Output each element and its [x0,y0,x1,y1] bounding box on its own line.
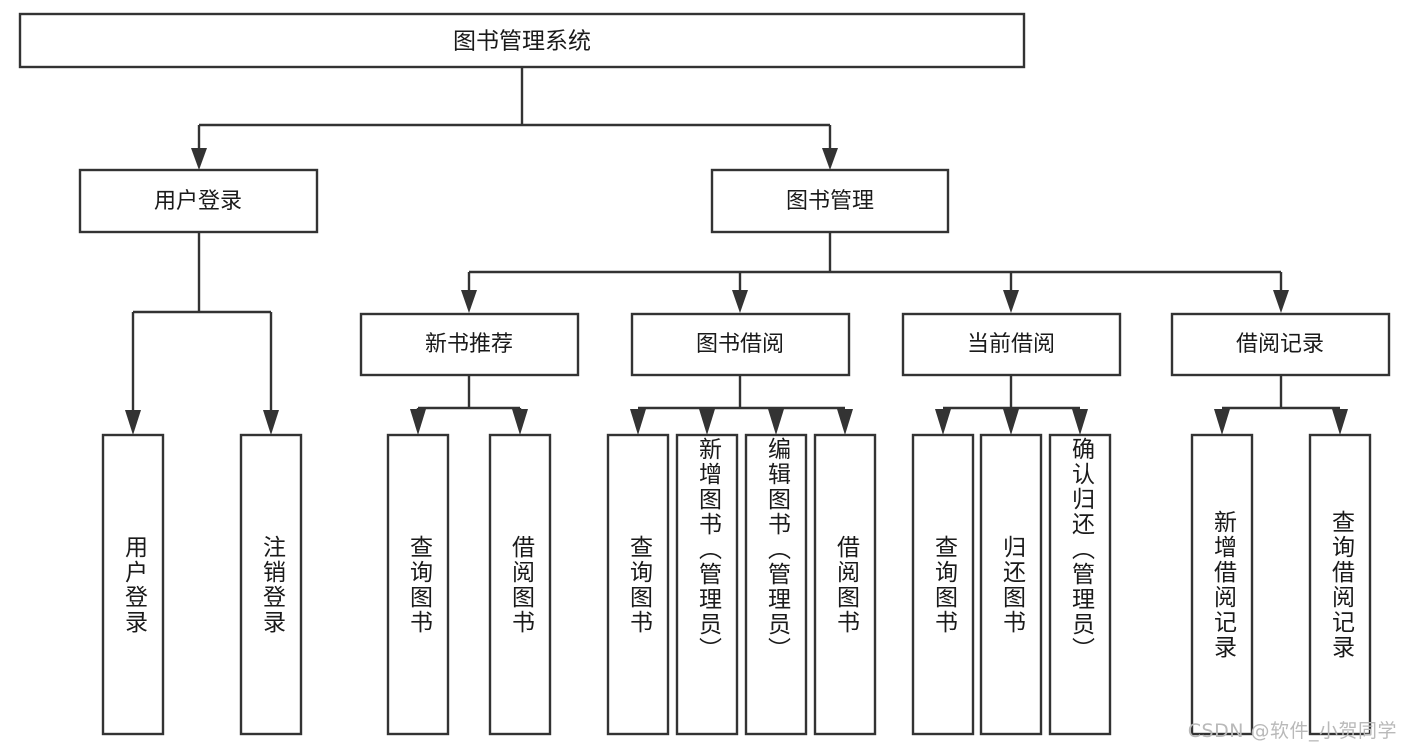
arrow-leaf-user-logout [263,410,279,435]
leaf-borrow-book-1-box[interactable] [488,433,552,736]
arrow-leaf-user-login [125,410,141,435]
leaf-user-login-box[interactable] [101,433,165,736]
user-login-box[interactable] [78,168,319,234]
borrow-record-box[interactable] [1170,312,1391,377]
arrow-leaf-add-book [699,409,715,435]
node-root[interactable]: 图书管理系统 [18,12,1026,69]
arrow-leaf-edit-book [768,409,784,435]
arrow-leaf-query-record [1332,409,1348,435]
node-book-management[interactable]: 图书管理 [710,168,950,234]
connector-group-book-management [461,232,1289,313]
arrow-leaf-return-book [1003,409,1019,435]
borrow-record-label: 借阅记录 [1236,332,1324,357]
watermark-text: CSDN @软件_小贺同学 [1187,720,1397,742]
leaf-query-record-box[interactable] [1308,433,1372,736]
leaf-confirm-return-box[interactable] [1048,433,1112,736]
node-borrow-record[interactable]: 借阅记录 [1170,312,1391,377]
connector-group-new-book-recommend [410,375,528,435]
leaf-borrow-book-2-box[interactable] [813,433,877,736]
leaf-query-book-2-box[interactable] [606,433,670,736]
arrow-leaf-borrow-book-1 [512,409,528,435]
root-box[interactable] [18,12,1026,69]
leaf-user-logout-box[interactable] [239,433,303,736]
current-borrow-box[interactable] [901,312,1122,377]
arrow-borrow-record [1273,290,1289,313]
arrow-leaf-add-record [1214,409,1230,435]
leaf-add-book-box[interactable] [675,433,739,736]
node-new-book-recommend[interactable]: 新书推荐 [359,312,580,377]
book-borrow-label: 图书借阅 [696,332,784,357]
new-book-recommend-box[interactable] [359,312,580,377]
arrow-to-book-management [822,148,838,170]
leaf-return-book-box[interactable] [979,433,1043,736]
arrow-to-user-login [191,148,207,170]
book-management-label: 图书管理 [786,189,874,214]
arrow-new-book-recommend [461,290,477,313]
node-current-borrow[interactable]: 当前借阅 [901,312,1122,377]
node-user-login[interactable]: 用户登录 [78,168,319,234]
node-book-borrow[interactable]: 图书借阅 [630,312,851,377]
arrow-current-borrow [1003,290,1019,313]
arrow-leaf-query-book-2 [630,409,646,435]
new-book-recommend-label: 新书推荐 [425,332,513,357]
arrow-book-borrow [732,290,748,313]
leaf-edit-book-box[interactable] [744,433,808,736]
root-label: 图书管理系统 [453,29,591,55]
connector-group-book-borrow [630,375,853,435]
arrow-leaf-confirm-return [1072,409,1088,435]
book-management-box[interactable] [710,168,950,234]
arrow-leaf-query-book-1 [410,409,426,435]
arrow-leaf-query-book-3 [935,409,951,435]
user-login-label: 用户登录 [154,189,242,214]
book-borrow-box[interactable] [630,312,851,377]
current-borrow-label: 当前借阅 [967,332,1055,357]
connector-group-root [191,67,838,170]
connector-group-borrow-record [1214,375,1348,435]
leaf-query-book-3-box[interactable] [911,433,975,736]
leaf-boxes [101,433,1372,736]
arrow-leaf-borrow-book-2 [837,409,853,435]
leaf-add-record-box[interactable] [1190,433,1254,736]
connector-group-user-login [125,232,279,435]
leaf-query-book-1-box[interactable] [386,433,450,736]
connector-group-current-borrow [935,375,1088,435]
